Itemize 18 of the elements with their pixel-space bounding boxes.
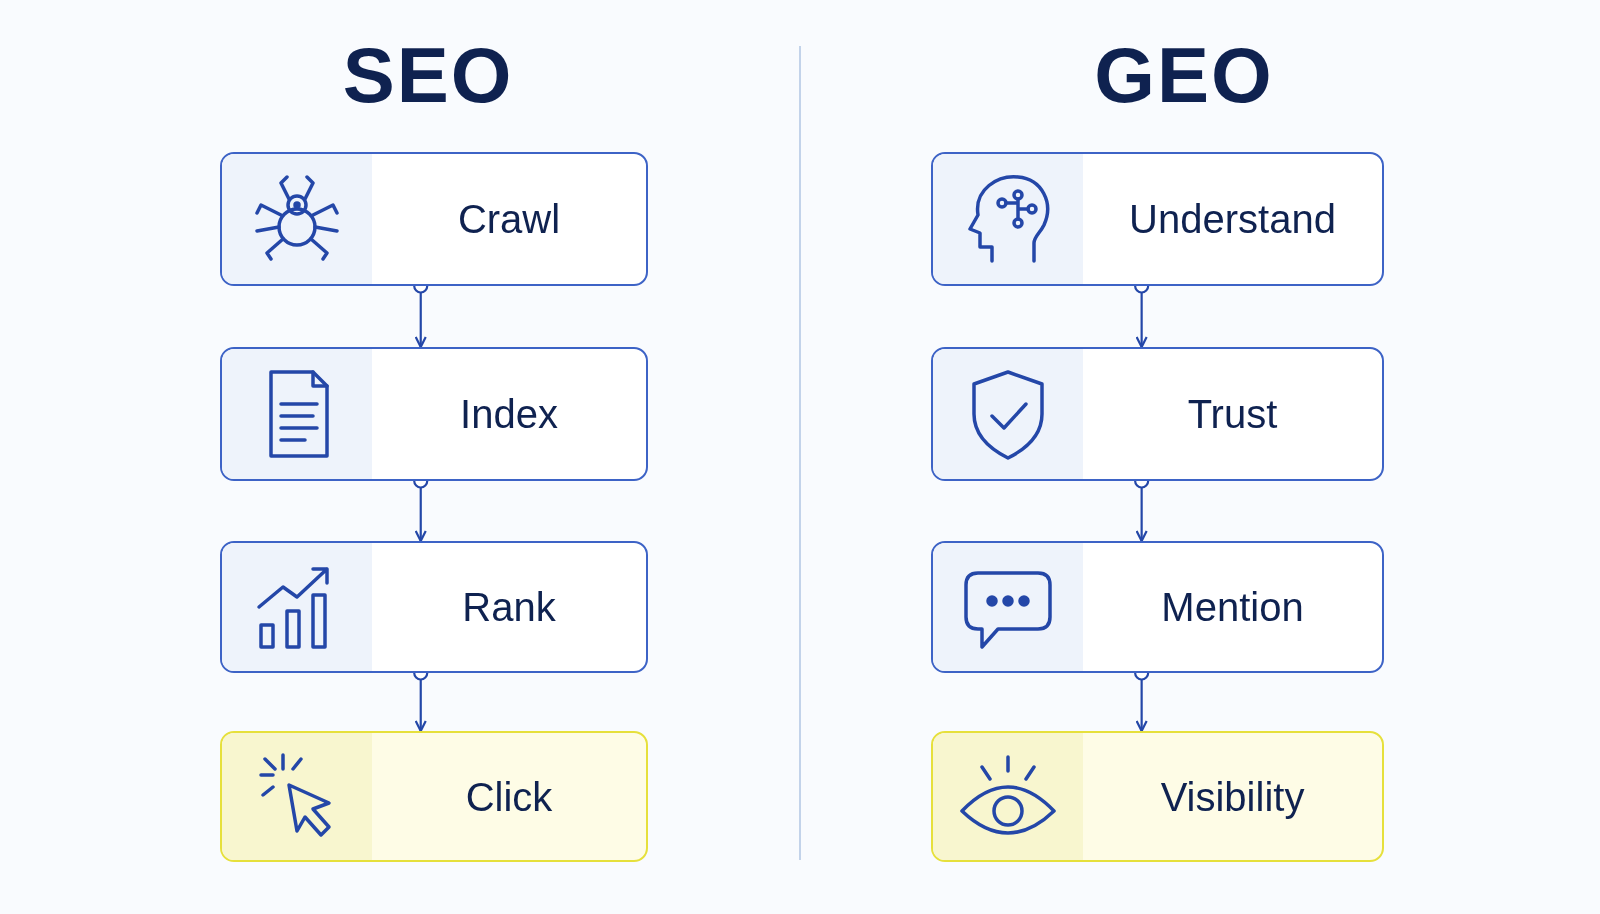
step-box — [931, 152, 1384, 286]
step-label: Index — [459, 391, 559, 437]
step-label: Understand — [1128, 196, 1337, 242]
step-box — [931, 347, 1384, 481]
step-box — [220, 541, 648, 673]
column-heading: GEO — [1094, 30, 1274, 121]
step-label: Trust — [1186, 391, 1279, 437]
step-label: Mention — [1160, 584, 1305, 630]
step-label: Click — [464, 774, 554, 819]
step-label: Rank — [461, 584, 557, 630]
column-heading: SEO — [342, 30, 514, 121]
step-box — [220, 152, 648, 286]
step-label: Visibility — [1159, 774, 1306, 819]
step-label: Crawl — [456, 196, 562, 242]
step-box — [220, 731, 648, 862]
step-box — [931, 731, 1384, 862]
step-box — [931, 541, 1384, 673]
step-box — [220, 347, 648, 481]
